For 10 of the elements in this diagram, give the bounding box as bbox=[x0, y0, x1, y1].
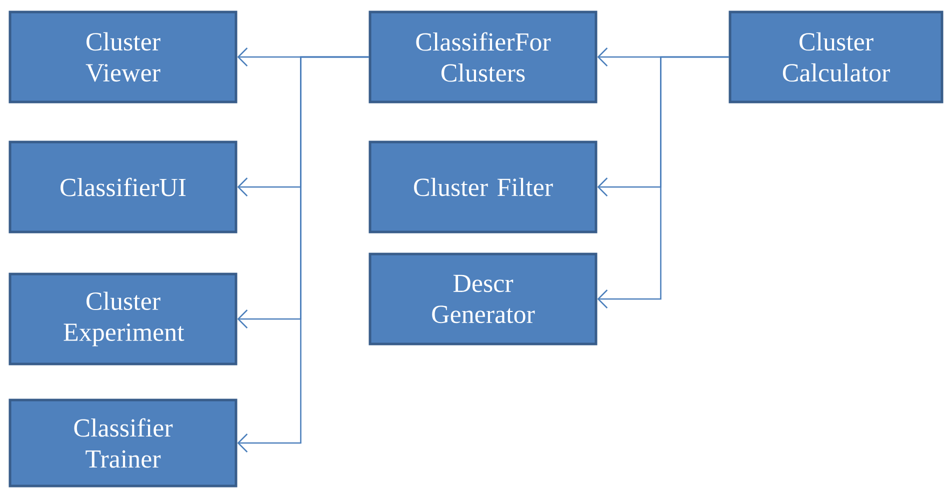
process-box: Cluster Experiment bbox=[8, 272, 238, 366]
process-box: Cluster Filter bbox=[368, 140, 598, 234]
process-box: ClassifierUI bbox=[8, 140, 238, 234]
process-box: Cluster Calculator bbox=[728, 10, 944, 104]
process-box: Classifier Trainer bbox=[8, 398, 238, 488]
process-box: Cluster Viewer bbox=[8, 10, 238, 104]
arrow bbox=[237, 56, 369, 452]
process-box: ClassifierFor Clusters bbox=[368, 10, 598, 104]
process-box: Descr Generator bbox=[368, 252, 598, 346]
arrow bbox=[597, 56, 729, 308]
